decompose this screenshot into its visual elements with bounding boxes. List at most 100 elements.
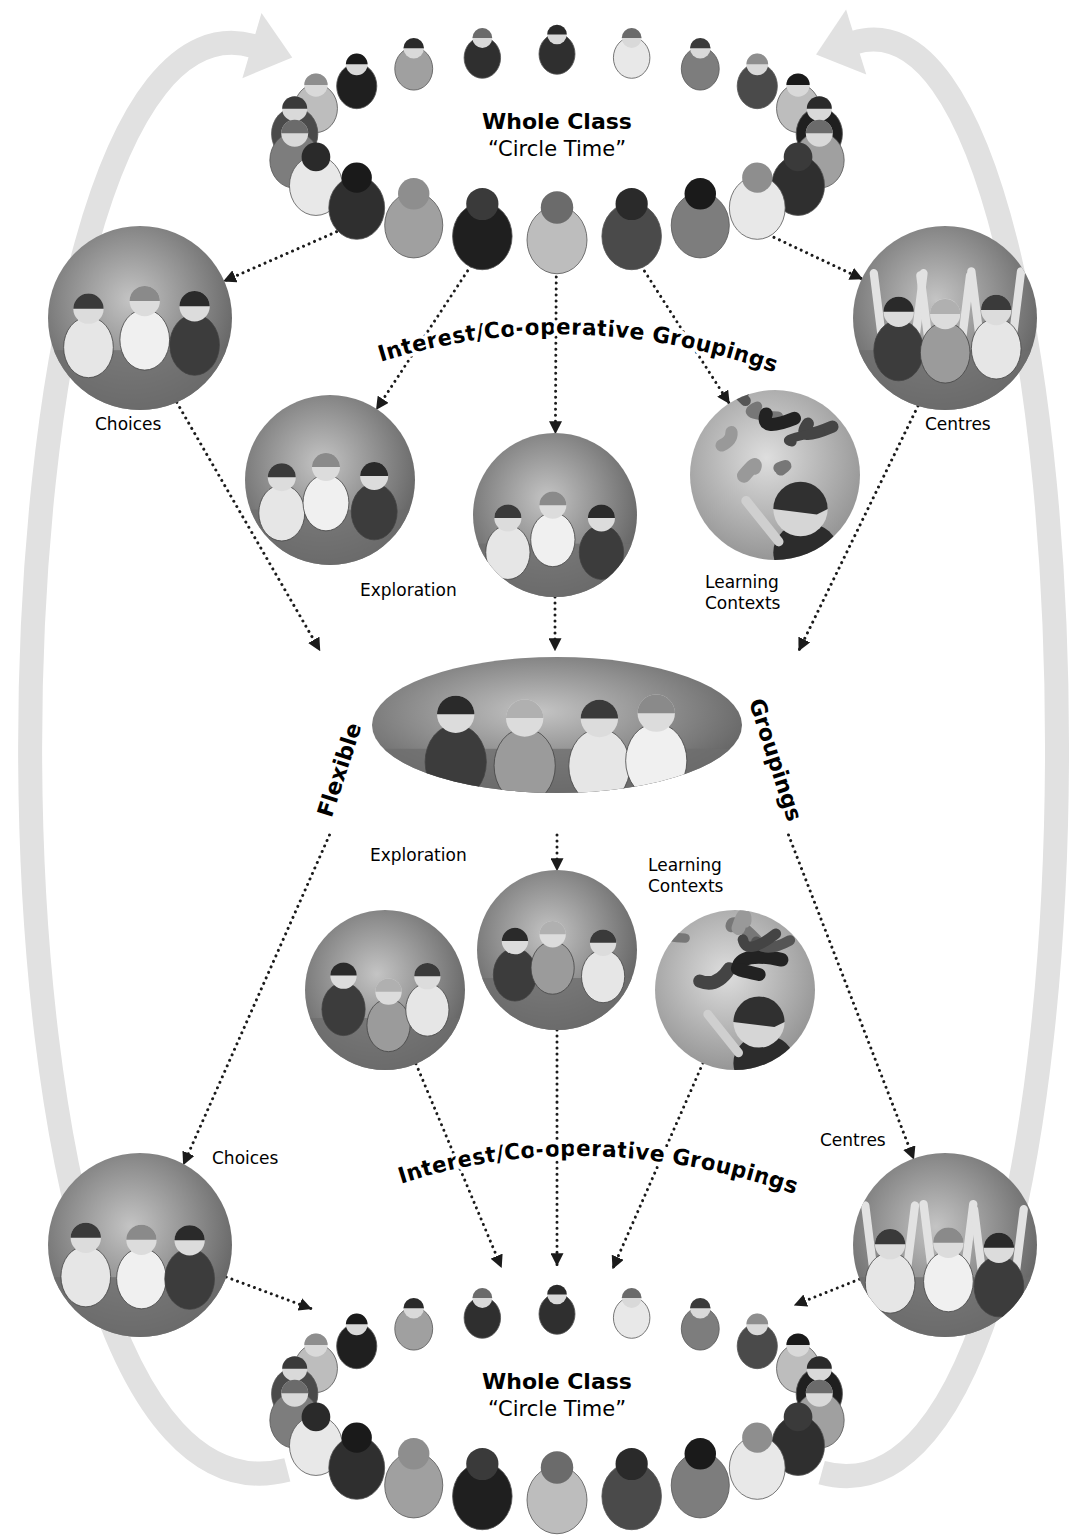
child-head (685, 1438, 716, 1469)
paint-stroke (788, 432, 820, 442)
child-head (342, 1423, 372, 1453)
child-head (883, 297, 913, 327)
label-holder: Groupings (743, 695, 807, 824)
node-label: Centres (820, 1130, 886, 1151)
photo-content (853, 271, 1037, 442)
child-body (531, 513, 575, 567)
label-holder: Centres (820, 1130, 886, 1151)
paint-stroke (734, 388, 745, 401)
child-hair (806, 1380, 833, 1393)
child-body (425, 725, 486, 800)
child-head (786, 1333, 809, 1356)
child-head (616, 1448, 648, 1480)
label-holder: Choices (95, 414, 161, 435)
child-head (984, 1233, 1014, 1263)
child-hair (547, 25, 567, 35)
paint-stroke (722, 432, 732, 445)
child-head (346, 53, 368, 75)
child-hair (282, 1356, 307, 1369)
child-head (685, 178, 716, 209)
dotted-arrow (638, 261, 729, 403)
child-hair (174, 1225, 204, 1240)
node-subtitle: “Circle Time” (488, 1396, 626, 1422)
rotated-label: Flexible (313, 720, 368, 821)
dotted-arrow (554, 265, 558, 433)
child-hair (690, 1298, 711, 1308)
dotted-arrow (377, 261, 474, 409)
child-head (547, 25, 567, 45)
paint-stroke (744, 465, 755, 476)
dotted-arrow (224, 232, 336, 281)
child-head (437, 696, 474, 733)
photo-picture (48, 226, 232, 410)
child-body (865, 1252, 915, 1313)
child-head (746, 53, 768, 75)
photo-content (305, 962, 465, 1098)
child-hair (268, 463, 296, 477)
dotted-arrow (556, 1030, 559, 1265)
child-hair (506, 699, 543, 718)
paint-stroke (661, 923, 685, 938)
child-head (806, 1380, 833, 1407)
child-head (466, 188, 498, 220)
child-body (120, 309, 170, 370)
child-head (547, 1285, 567, 1305)
circle-time-node: Whole Class“Circle Time” (227, 5, 887, 265)
photo-picture (305, 910, 465, 1070)
child-hair (472, 28, 492, 38)
child-head (502, 928, 528, 954)
child-hair (281, 120, 308, 133)
child-body (874, 320, 924, 381)
child-hair (179, 291, 209, 306)
cycle-arrowhead (242, 13, 292, 78)
dotted-arrow (416, 1064, 501, 1267)
dotted-arrow (226, 1277, 311, 1308)
child-head (622, 28, 642, 48)
child-hair (930, 299, 960, 314)
child-body (486, 525, 530, 579)
circle-time-picture (227, 1265, 887, 1525)
child-body (117, 1248, 167, 1309)
child-head (875, 1229, 905, 1259)
child-head (930, 299, 960, 329)
child-head (342, 163, 372, 193)
child-hair (472, 1288, 492, 1298)
photo-content (853, 1204, 1037, 1369)
arched-heading-path: Interest/Co-operative Groupings (375, 314, 781, 377)
photo-picture (48, 1153, 232, 1337)
rotated-label: Groupings (743, 695, 807, 824)
child-hair (539, 492, 566, 506)
child-hair (281, 1380, 308, 1393)
child-hair (375, 978, 401, 991)
child-head (472, 28, 492, 48)
child-hair (786, 73, 809, 85)
child-head (742, 163, 772, 193)
child-head (398, 1438, 429, 1469)
child-head (472, 1288, 492, 1308)
child-body (259, 485, 305, 541)
child-arm (746, 501, 779, 542)
child-head (268, 463, 296, 491)
child-hair (786, 1333, 809, 1345)
child-body (322, 983, 365, 1036)
child-hair (690, 38, 711, 48)
painting-photo (655, 900, 815, 1091)
child-head (806, 120, 833, 147)
child-hair (304, 73, 327, 85)
child-head (403, 1298, 424, 1319)
child-head (312, 453, 340, 481)
photo-content (473, 492, 637, 626)
child-hair (403, 1298, 424, 1308)
photo-circle-node: Learning Contexts (477, 870, 637, 1030)
photo-ground (853, 1153, 1037, 1337)
node-label: Centres (925, 414, 991, 435)
child-head (690, 38, 711, 59)
node-subtitle: “Circle Time” (488, 136, 626, 162)
photo-content (245, 453, 415, 595)
child-hair (403, 38, 424, 48)
child-body (165, 1249, 215, 1310)
child-head (73, 293, 103, 323)
photo-circle-node: Centres (853, 226, 1037, 410)
label-holder: Flexible (313, 720, 368, 821)
